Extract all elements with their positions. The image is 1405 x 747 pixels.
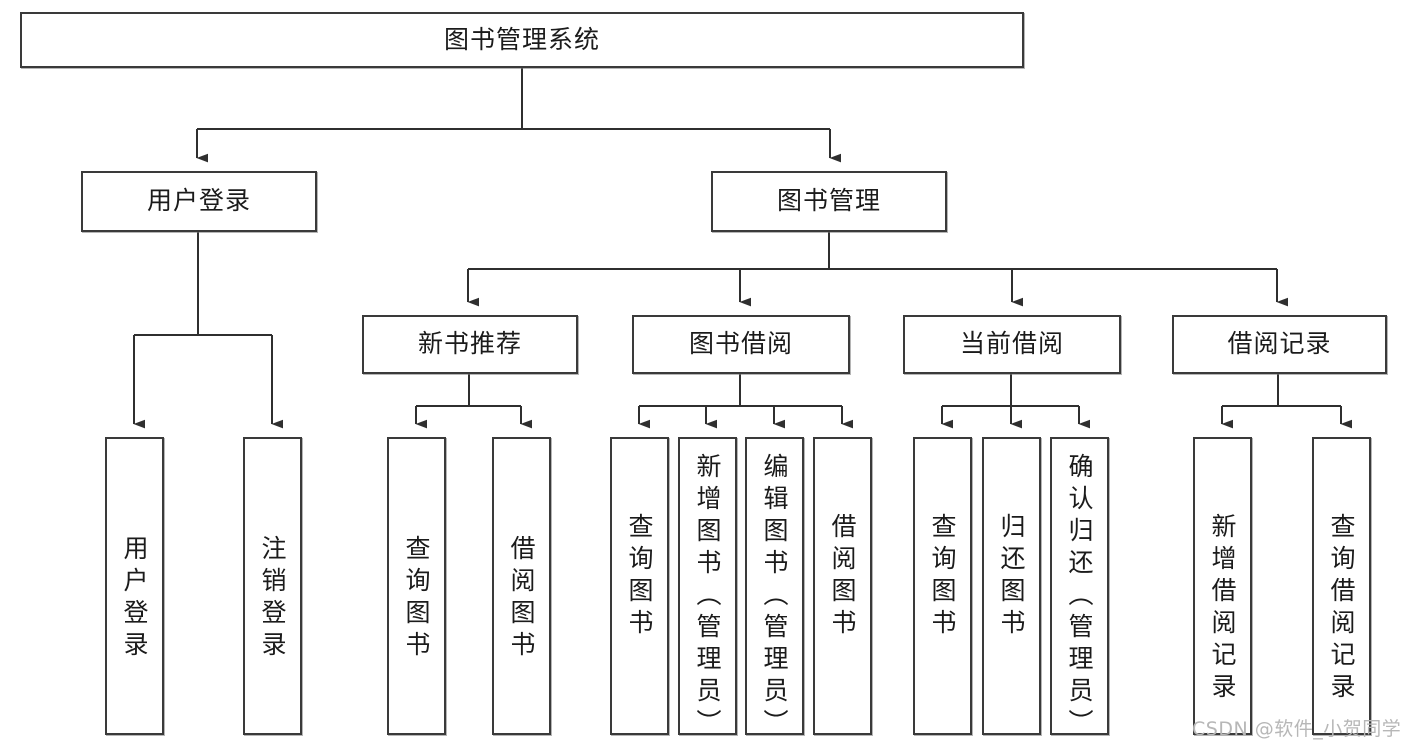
leaf-borrow-record-add-record[interactable]: 新增借阅记录 <box>1193 437 1252 735</box>
node-book-management-system[interactable]: 图书管理系统 <box>20 12 1024 68</box>
node-label: 图书管理系统 <box>443 24 600 54</box>
csdn-watermark: CSDN @软件_小贺同学 <box>1192 718 1402 740</box>
node-borrow-record[interactable]: 借阅记录 <box>1172 315 1387 374</box>
node-user-login[interactable]: 用户登录 <box>81 171 317 232</box>
node-label: 借阅图书 <box>828 513 857 641</box>
leaf-current-borrow-return-book[interactable]: 归还图书 <box>982 437 1041 735</box>
node-label: 查询图书 <box>928 513 957 641</box>
node-label: 用户登录 <box>120 535 149 663</box>
node-label: 注销登录 <box>258 535 287 663</box>
node-label: 新书推荐 <box>417 329 522 359</box>
node-label: 查询借阅记录 <box>1327 513 1356 705</box>
node-label: 图书借阅 <box>688 329 793 359</box>
leaf-new-book-query-book[interactable]: 查询图书 <box>387 437 446 735</box>
node-current-borrow[interactable]: 当前借阅 <box>903 315 1121 374</box>
leaf-book-borrow-edit-book-admin[interactable]: 编辑图书（管理员） <box>745 437 804 741</box>
node-label: 归还图书 <box>997 513 1026 641</box>
node-label: 编辑图书（管理员） <box>760 453 789 741</box>
node-label: 借阅记录 <box>1227 329 1332 359</box>
leaf-user-login-login[interactable]: 用户登录 <box>105 437 164 735</box>
node-label: 当前借阅 <box>959 329 1064 359</box>
node-label: 借阅图书 <box>507 535 536 663</box>
leaf-new-book-borrow-book[interactable]: 借阅图书 <box>492 437 551 735</box>
node-label: 用户登录 <box>146 186 251 216</box>
leaf-user-login-logout[interactable]: 注销登录 <box>243 437 302 735</box>
leaf-borrow-record-query-record[interactable]: 查询借阅记录 <box>1312 437 1371 735</box>
leaf-book-borrow-query-book[interactable]: 查询图书 <box>610 437 669 735</box>
node-label: 查询图书 <box>402 535 431 663</box>
node-new-book-recommend[interactable]: 新书推荐 <box>362 315 578 374</box>
leaf-book-borrow-add-book-admin[interactable]: 新增图书（管理员） <box>678 437 737 741</box>
node-label: 确认归还（管理员） <box>1065 453 1094 741</box>
node-label: 新增图书（管理员） <box>693 453 722 741</box>
node-label: 新增借阅记录 <box>1208 513 1237 705</box>
node-book-borrow[interactable]: 图书借阅 <box>632 315 850 374</box>
leaf-book-borrow-borrow-book[interactable]: 借阅图书 <box>813 437 872 735</box>
leaf-current-borrow-query-book[interactable]: 查询图书 <box>913 437 972 735</box>
node-label: 图书管理 <box>776 186 881 216</box>
node-book-management[interactable]: 图书管理 <box>711 171 947 232</box>
node-label: 查询图书 <box>625 513 654 641</box>
leaf-current-borrow-confirm-return-admin[interactable]: 确认归还（管理员） <box>1050 437 1109 741</box>
